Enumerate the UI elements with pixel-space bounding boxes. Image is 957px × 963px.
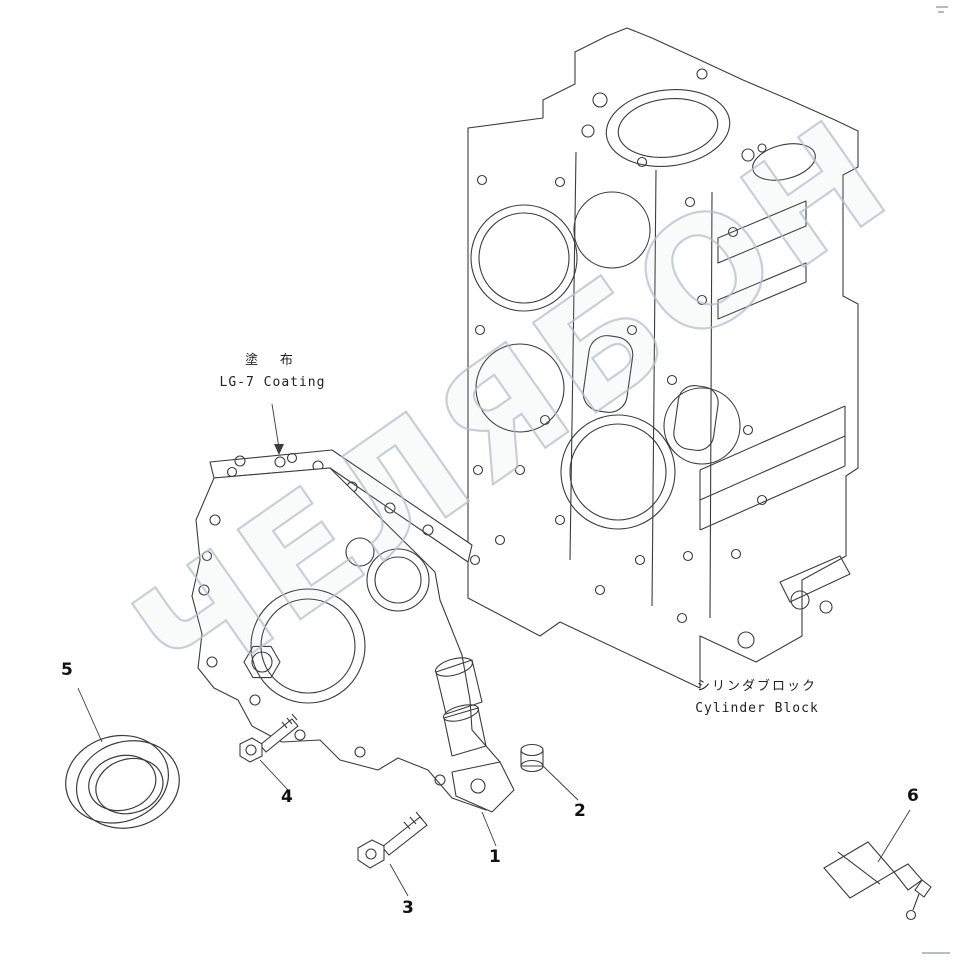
cylinder-block-annotation: シリンダブロック Cylinder Block	[647, 676, 867, 720]
part-6-fitting-drawing	[823, 841, 932, 921]
part-5-seal-drawing	[65, 734, 180, 829]
corner-artifact-top-right	[936, 6, 948, 13]
coating-label-en: LG-7 Coating	[219, 375, 326, 391]
coating-annotation: 塗 布 LG-7 Coating	[200, 350, 345, 394]
front-cover-drawing	[191, 449, 515, 813]
cylinder-block-label-jp: シリンダブロック	[696, 679, 817, 694]
callout-6: 6	[907, 786, 919, 806]
coating-label-jp: 塗 布	[245, 353, 300, 368]
cylinder-block-drawing	[467, 27, 859, 689]
callout-2: 2	[574, 801, 586, 821]
part-4-bolt-drawing	[239, 713, 299, 763]
callout-1: 1	[489, 847, 501, 867]
part-3-bolt-drawing	[357, 811, 428, 869]
callout-4: 4	[281, 787, 293, 807]
part-2-plug-drawing	[520, 743, 544, 773]
coating-arrowhead	[274, 444, 284, 455]
callout-3: 3	[402, 898, 414, 918]
cylinder-block-label-en: Cylinder Block	[695, 701, 819, 717]
callout-5: 5	[61, 660, 73, 680]
leader-lines	[77, 403, 911, 897]
